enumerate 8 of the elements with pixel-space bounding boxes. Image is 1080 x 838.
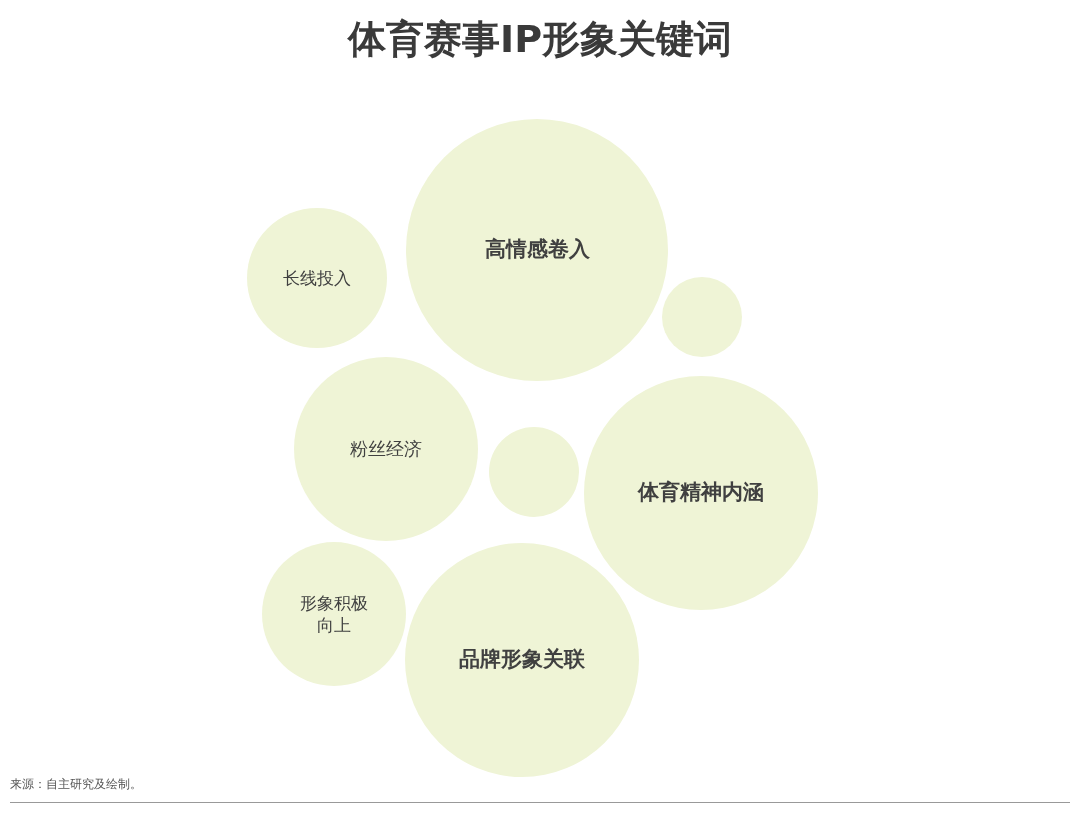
bubble-label: 高情感卷入 — [484, 236, 590, 264]
bubble-label: 长线投入 — [283, 266, 351, 290]
bubble-label: 粉丝经济 — [350, 437, 422, 461]
bubble-label: 品牌形象关联 — [459, 646, 585, 674]
source-note: 来源：自主研究及绘制。 — [10, 776, 142, 793]
bubble-label: 形象积极向上 — [299, 591, 369, 637]
diagram-title: 体育赛事IP形象关键词 — [348, 16, 732, 63]
bubble-label: 体育精神内涵 — [638, 479, 764, 507]
